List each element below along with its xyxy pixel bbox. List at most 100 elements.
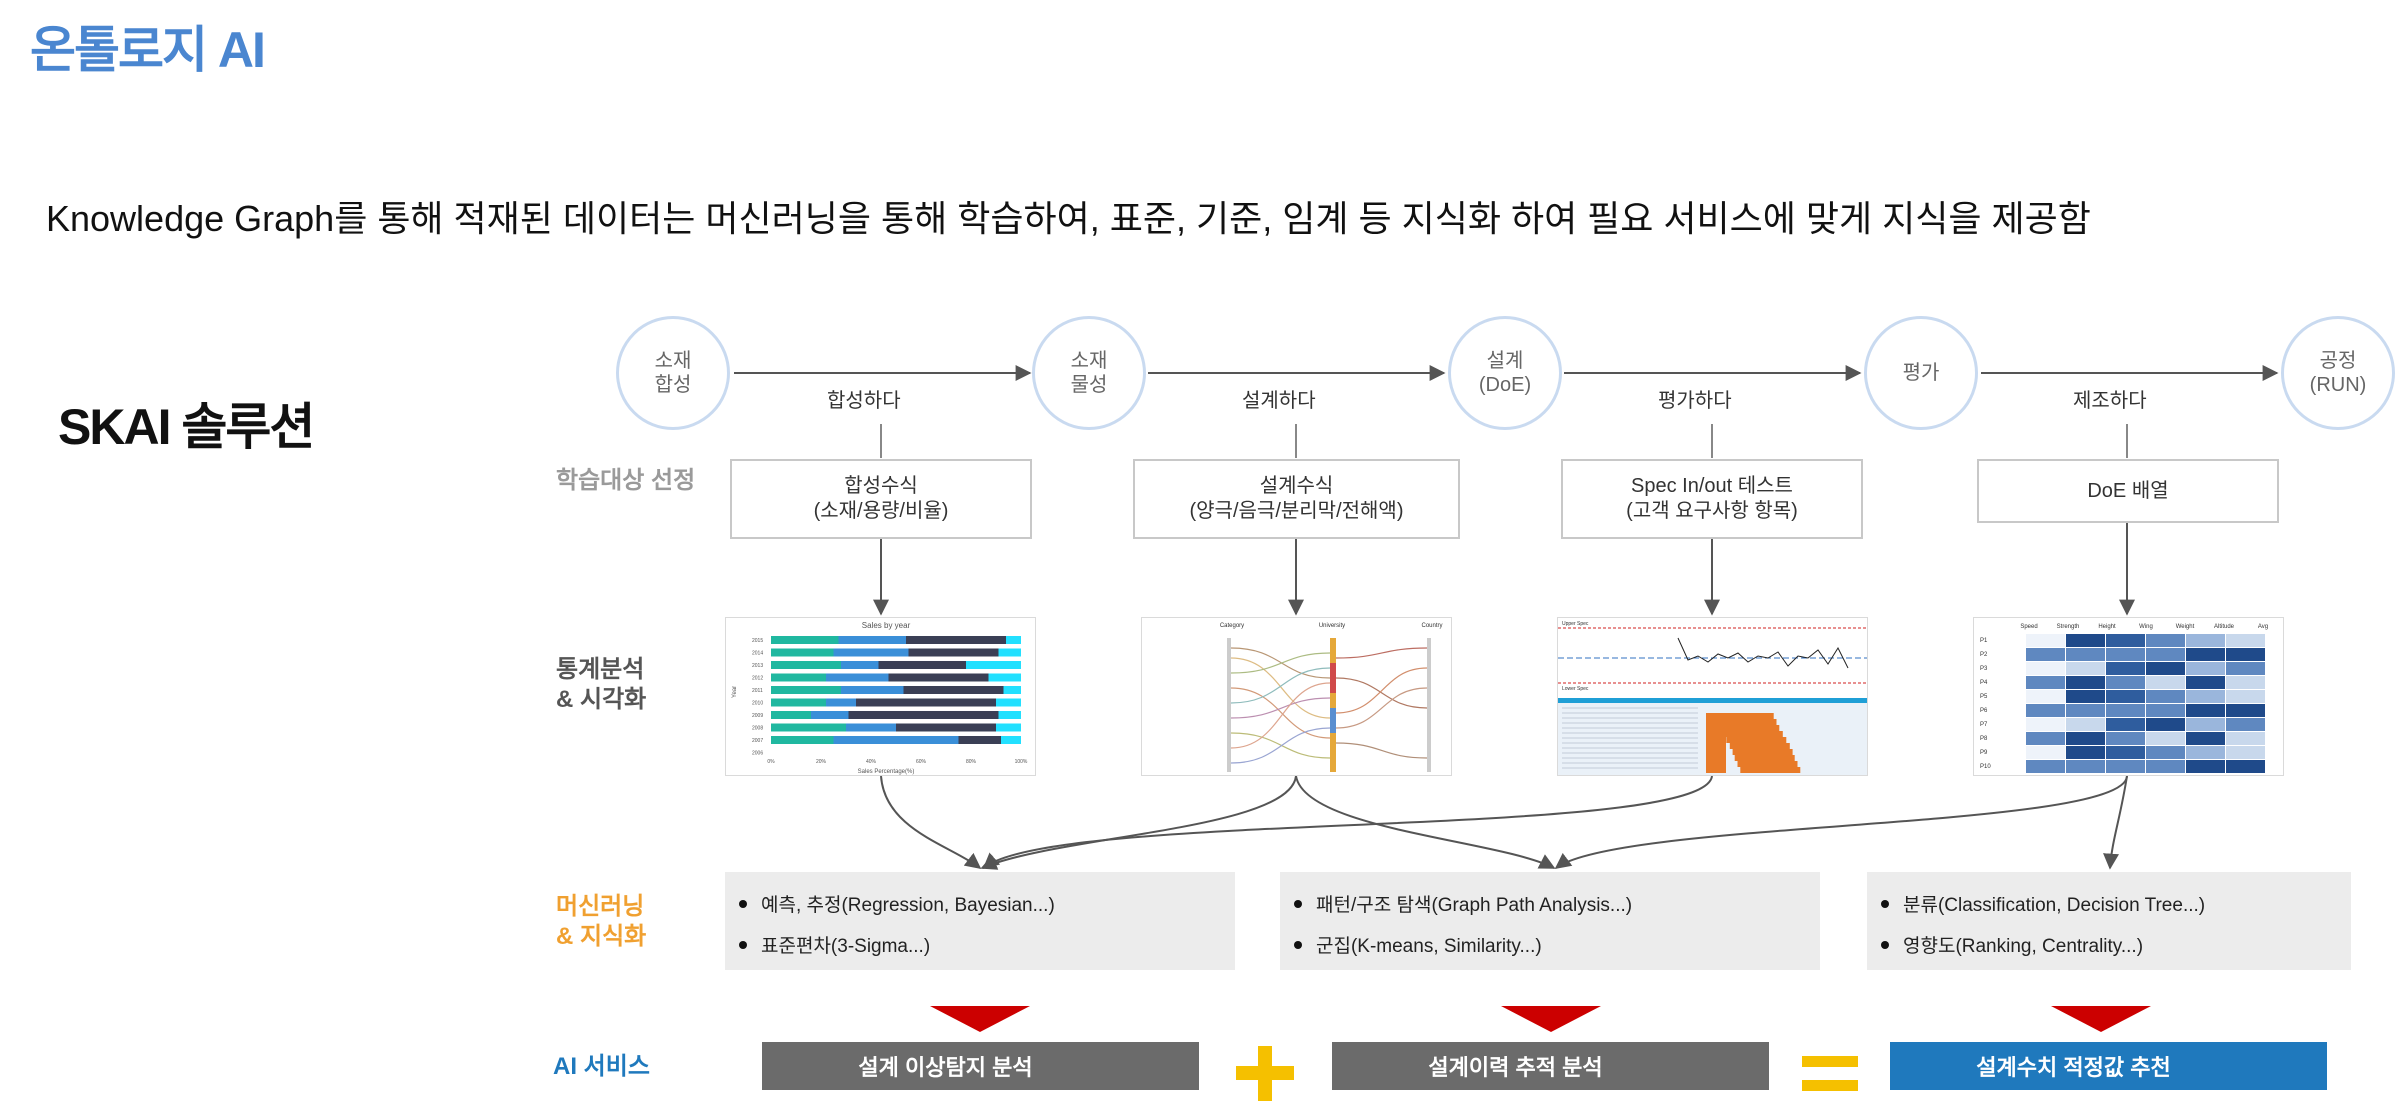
ml-item-label: 패턴/구조 탐색(Graph Path Analysis...)	[1316, 895, 1633, 916]
ml-item-label: 분류(Classification, Decision Tree...)	[1903, 895, 2206, 916]
bar-thumb-segment	[811, 711, 849, 719]
spec-table-bar	[1734, 755, 1795, 761]
heatmap-cell	[2066, 732, 2105, 745]
bar-thumb-segment	[896, 723, 996, 732]
heatmap-col-header: Wing	[2139, 624, 2153, 630]
heatmap-row-label: P1	[1980, 638, 1988, 644]
heatmap-cell	[2186, 718, 2225, 731]
heatmap-cell	[2026, 676, 2065, 689]
service-history-tracking: 설계이력 추적 분석	[1332, 1042, 1769, 1090]
bar-thumb-segment	[1003, 686, 1021, 694]
sankey-header-country: Country	[1421, 623, 1442, 629]
service-value-recommendation: 설계수치 적정값 추천	[1890, 1042, 2327, 1090]
heatmap-cell	[2026, 662, 2065, 675]
bar-thumb-segment	[906, 636, 1006, 644]
heatmap-cell	[2226, 662, 2265, 675]
bar-thumb-segment	[771, 711, 811, 719]
bar-thumb-segment	[996, 723, 1021, 732]
spec-table-bar	[1719, 725, 1780, 731]
heatmap-cell	[2106, 732, 2145, 745]
node-material-synthesis: 소재 합성	[616, 316, 730, 430]
heatmap-cell	[2226, 634, 2265, 647]
heatmap-cell	[2146, 732, 2185, 745]
row-label-ai-service: AI 서비스	[553, 1053, 650, 1080]
thumbnail-control-chart: Upper Spec Lower Spec	[1557, 617, 1868, 776]
row-label-ml: 머신러닝 & 지식화	[556, 893, 647, 950]
heatmap-cell	[2186, 634, 2225, 647]
verb-evaluate: 평가하다	[1658, 390, 1732, 412]
down-arrow-icon	[1501, 1006, 1601, 1032]
heatmap-cell	[2186, 732, 2225, 745]
heatmap-cell	[2026, 704, 2065, 717]
bar-thumb-segment	[826, 673, 889, 682]
ml-item-label: 군집(K-means, Similarity...)	[1316, 936, 1542, 957]
bar-thumb-segment	[878, 661, 966, 669]
bar-thumb-segment	[771, 636, 839, 644]
bullet-icon	[1294, 899, 1302, 908]
node-material-property: 소재 물성	[1032, 316, 1146, 430]
heatmap-cell	[2146, 690, 2185, 703]
spec-table-bar	[1706, 713, 1726, 773]
heatmap-cell	[2106, 676, 2145, 689]
ml-item: 군집(K-means, Similarity...)	[1294, 931, 1806, 958]
heatmap-cell	[2026, 648, 2065, 661]
ml-item-label: 예측, 추정(Regression, Bayesian...)	[761, 895, 1055, 916]
bar-thumb-segment	[833, 736, 959, 744]
down-arrow-icon	[930, 1006, 1030, 1032]
spec-table-bar	[1722, 731, 1783, 737]
bar-thumb-segment	[826, 698, 856, 707]
target-spec-test: Spec In/out 테스트 (고객 요구사항 항목)	[1561, 459, 1863, 539]
bar-thumb-segment	[966, 661, 1021, 669]
bar-thumb-xtick: 0%	[767, 759, 775, 765]
service-label: 설계 이상탐지 분석	[858, 1055, 1033, 1080]
heatmap-cell	[2186, 648, 2225, 661]
spec-table-bar	[1713, 713, 1774, 719]
spec-table-bar	[1726, 737, 1787, 743]
heatmap-cell	[2106, 648, 2145, 661]
target-synthesis-formula: 합성수식 (소재/용량/비율)	[730, 459, 1032, 539]
node-process-run: 공정 (RUN)	[2281, 316, 2395, 430]
bullet-icon	[739, 899, 747, 908]
node-design-doe: 설계 (DoE)	[1448, 316, 1562, 430]
ml-item: 패턴/구조 탐색(Graph Path Analysis...)	[1294, 890, 1806, 917]
ml-item: 표준편차(3-Sigma...)	[739, 931, 1221, 958]
bar-thumb-xlabel: Sales Percentage(%)	[858, 769, 915, 775]
bar-thumb-segment	[771, 661, 841, 669]
heatmap-cell	[2106, 718, 2145, 731]
bar-thumb-segment	[1001, 736, 1021, 744]
spec-table-bar	[1740, 767, 1801, 773]
heatmap-cell	[2026, 732, 2065, 745]
heatmap-cell	[2066, 662, 2105, 675]
heatmap-cell	[2066, 676, 2105, 689]
heatmap-cell	[2146, 704, 2185, 717]
bullet-icon	[739, 940, 747, 949]
heatmap-cell	[2106, 662, 2145, 675]
plus-icon	[1236, 1046, 1294, 1101]
heatmap-cell	[2186, 690, 2225, 703]
bar-thumb-xtick: 100%	[1015, 759, 1028, 765]
heatmap-cell	[2226, 690, 2265, 703]
bar-thumb-segment	[841, 661, 879, 669]
heatmap-cell	[2186, 746, 2225, 759]
bar-thumb-segment	[998, 648, 1021, 657]
ml-item: 분류(Classification, Decision Tree...)	[1881, 890, 2337, 917]
ml-box-pattern: 패턴/구조 탐색(Graph Path Analysis...) 군집(K-me…	[1280, 872, 1820, 970]
spec-table-bar	[1729, 743, 1790, 749]
heatmap-row-label: P8	[1980, 736, 1988, 742]
heatmap-cell	[2026, 690, 2065, 703]
equals-icon	[1802, 1056, 1858, 1092]
heatmap-cell	[2146, 648, 2185, 661]
bar-thumb-segment	[903, 686, 1004, 694]
heatmap-col-header: Speed	[2020, 624, 2037, 630]
bar-thumb-year-label: 2010	[752, 701, 763, 707]
bar-thumb-segment	[958, 736, 1001, 744]
bar-thumb-ylabel: Year	[732, 686, 738, 698]
bar-thumb-xtick: 20%	[816, 759, 827, 765]
heatmap-row-label: P6	[1980, 708, 1988, 714]
bullet-icon	[1294, 940, 1302, 949]
spec-table-bar	[1732, 749, 1793, 755]
heatmap-cell	[2226, 732, 2265, 745]
bullet-icon	[1881, 940, 1889, 949]
